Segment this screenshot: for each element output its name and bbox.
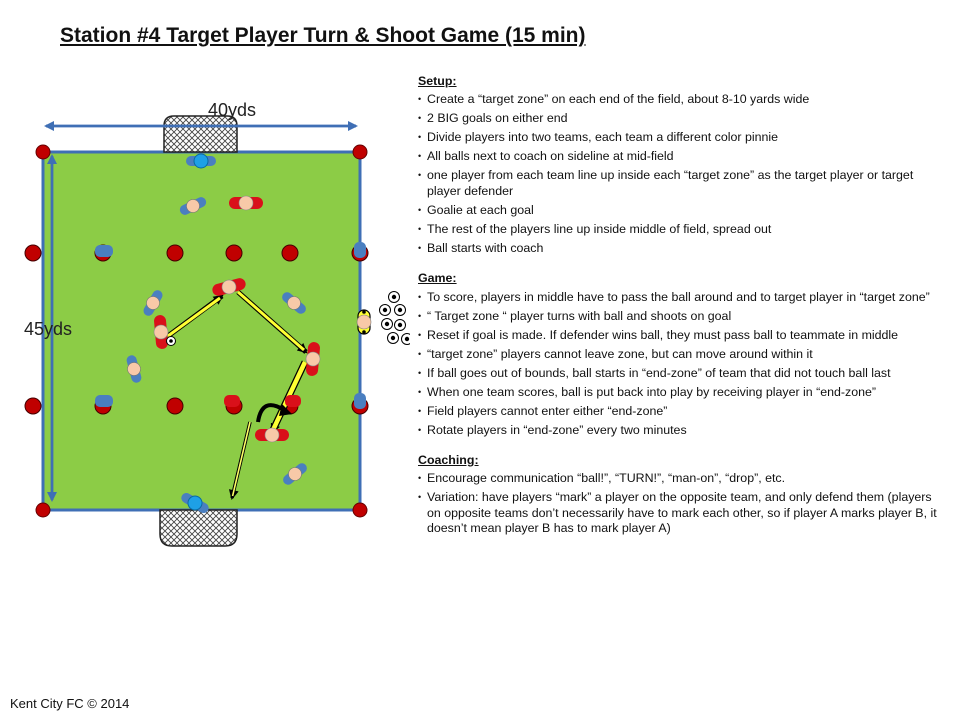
- cone: [24, 397, 42, 415]
- pass-lines: [166, 290, 309, 434]
- game-list: To score, players in middle have to pass…: [418, 290, 943, 439]
- blue-players: [95, 197, 366, 485]
- coaching-heading: Coaching:: [418, 453, 479, 468]
- list-item: Field players cannot enter either “end-z…: [418, 404, 943, 420]
- player-blue: [283, 463, 307, 485]
- list-item: When one team scores, ball is put back i…: [418, 385, 943, 401]
- list-item: “target zone” players cannot leave zone,…: [418, 347, 943, 363]
- coaching-list: Encourage communication “ball!”, “TURN!”…: [418, 471, 943, 536]
- list-item: Rotate players in “end-zone” every two m…: [418, 423, 943, 439]
- list-item: All balls next to coach on sideline at m…: [418, 149, 943, 165]
- cone: [166, 244, 184, 262]
- goalie-top: [186, 153, 216, 169]
- list-item: Divide players into two teams, each team…: [418, 130, 943, 146]
- game-heading: Game:: [418, 271, 457, 286]
- setup-list: Create a “target zone” on each end of th…: [418, 92, 943, 256]
- player-red: [305, 342, 321, 376]
- top-goal: [163, 115, 238, 153]
- player-red: [153, 315, 169, 349]
- length-label: 45yds: [24, 319, 72, 339]
- list-item: Ball starts with coach: [418, 241, 943, 257]
- player-blue: [179, 197, 207, 215]
- player-blue: [126, 355, 142, 383]
- goalie-bottom: [181, 493, 209, 513]
- player-red-partial: [285, 395, 301, 407]
- list-item: one player from each team line up inside…: [418, 168, 943, 199]
- list-item: 2 BIG goals on either end: [418, 111, 943, 127]
- setup-section: Setup: Create a “target zone” on each en…: [418, 74, 943, 257]
- list-item: Encourage communication “ball!”, “TURN!”…: [418, 471, 943, 487]
- red-players: [153, 195, 321, 443]
- player-blue-partial: [95, 395, 113, 407]
- cone: [35, 144, 51, 160]
- cone: [352, 144, 368, 160]
- corner-cones: [35, 144, 368, 518]
- cone: [24, 244, 42, 262]
- player-red: [255, 427, 289, 443]
- width-label: 40yds: [208, 100, 256, 120]
- list-item: To score, players in middle have to pass…: [418, 290, 943, 306]
- player-blue-partial: [354, 242, 366, 258]
- bottom-goal: [159, 509, 238, 547]
- player-blue: [282, 292, 306, 314]
- game-section: Game: To score, players in middle have t…: [418, 271, 943, 438]
- cone: [281, 244, 299, 262]
- soccer-balls: [166, 291, 410, 346]
- list-item: If ball goes out of bounds, ball starts …: [418, 366, 943, 382]
- list-item: The rest of the players line up inside m…: [418, 222, 943, 238]
- instructions-panel: Setup: Create a “target zone” on each en…: [418, 74, 943, 552]
- setup-heading: Setup:: [418, 74, 457, 88]
- field-diagram: 40yds 45yds: [24, 100, 410, 547]
- cone: [225, 244, 243, 262]
- list-item: “ Target zone “ player turns with ball a…: [418, 309, 943, 325]
- page-title: Station #4 Target Player Turn & Shoot Ga…: [60, 24, 586, 47]
- coach: [356, 309, 372, 335]
- player-blue: [143, 290, 163, 316]
- player-red-partial: [224, 395, 240, 407]
- footer-copyright: Kent City FC © 2014: [10, 696, 130, 711]
- shot-line: [228, 421, 252, 500]
- coaching-section: Coaching: Encourage communication “ball!…: [418, 453, 943, 537]
- player-red: [212, 278, 246, 296]
- list-item: Goalie at each goal: [418, 203, 943, 219]
- turn-arrow: [256, 403, 286, 423]
- cone: [35, 502, 51, 518]
- cone: [166, 397, 184, 415]
- list-item: Reset if goal is made. If defender wins …: [418, 328, 943, 344]
- list-item: Variation: have players “mark” a player …: [418, 490, 943, 536]
- cone: [352, 502, 368, 518]
- player-blue-partial: [95, 245, 113, 257]
- list-item: Create a “target zone” on each end of th…: [418, 92, 943, 108]
- player-blue-partial: [354, 393, 366, 409]
- player-red: [229, 195, 263, 211]
- goalies: [181, 153, 216, 513]
